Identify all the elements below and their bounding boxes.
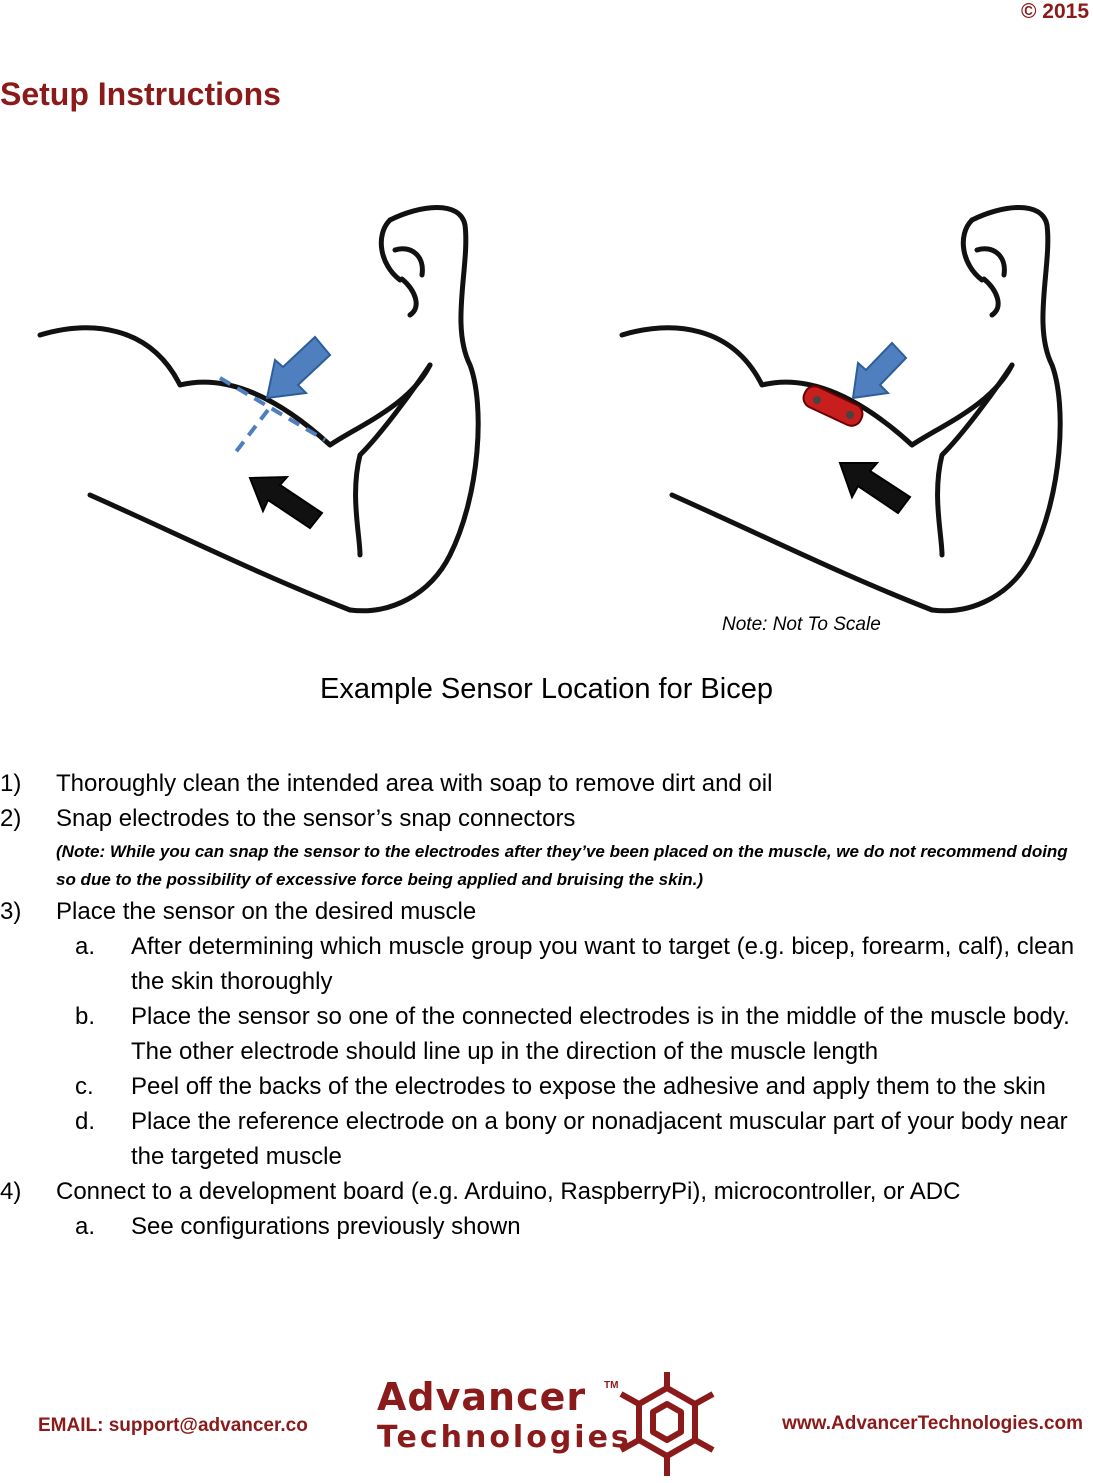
sub-list-item: b. Place the sensor so one of the connec… xyxy=(0,999,1080,1069)
step-number: 4) xyxy=(0,1178,22,1205)
setup-steps-list: 1) Thoroughly clean the intended area wi… xyxy=(0,766,1080,1244)
list-item: 4) Connect to a development board (e.g. … xyxy=(0,1174,1080,1209)
step-text: Snap electrodes to the sensor’s snap con… xyxy=(56,805,576,832)
sub-step-text: Peel off the backs of the electrodes to … xyxy=(131,1073,1046,1100)
blue-arrow-icon xyxy=(851,341,908,400)
black-arrow-icon xyxy=(248,475,324,530)
sub-step-letter: a. xyxy=(75,1213,96,1240)
blue-arrow-icon xyxy=(265,335,332,400)
sub-step-text: After determining which muscle group you… xyxy=(131,933,1075,995)
step-text: Connect to a development board (e.g. Ard… xyxy=(56,1178,961,1205)
sub-step-letter: d. xyxy=(75,1108,96,1135)
list-item: 3) Place the sensor on the desired muscl… xyxy=(0,894,1080,929)
emg-sensor-icon xyxy=(802,385,864,427)
sub-step-letter: c. xyxy=(75,1073,94,1100)
logo-wordmark: Advancer xyxy=(377,1375,587,1419)
website-link[interactable]: www.AdvancerTechnologies.com xyxy=(782,1413,1083,1434)
sub-step-letter: b. xyxy=(75,1003,96,1030)
sub-list-item: a. See configurations previously shown xyxy=(0,1209,1080,1244)
page-title: Setup Instructions xyxy=(0,76,281,112)
sub-list-item: a. After determining which muscle group … xyxy=(0,929,1080,999)
list-item: 2) Snap electrodes to the sensor’s snap … xyxy=(0,801,1080,836)
sub-list-item: d. Place the reference electrode on a bo… xyxy=(0,1104,1080,1174)
copyright: © 2015 xyxy=(1020,0,1089,23)
logo-subtitle: Technologies xyxy=(377,1420,632,1455)
electrode-placement-lines xyxy=(218,376,327,455)
step-note: (Note: While you can snap the sensor to … xyxy=(56,842,1068,889)
advancer-logo: Advancer TM Technologies xyxy=(372,1370,722,1478)
sub-step-text: Place the reference electrode on a bony … xyxy=(131,1108,1068,1170)
step-text: Place the sensor on the desired muscle xyxy=(56,898,477,925)
list-item: 1) Thoroughly clean the intended area wi… xyxy=(0,766,1080,801)
bicep-figure xyxy=(30,195,1080,615)
step-number: 1) xyxy=(0,770,22,797)
step-number: 2) xyxy=(0,805,22,832)
sub-step-letter: a. xyxy=(75,933,96,960)
sub-list-item: c. Peel off the backs of the electrodes … xyxy=(0,1069,1080,1104)
logo-trademark: TM xyxy=(604,1380,619,1391)
step-text: Thoroughly clean the intended area with … xyxy=(56,770,773,797)
scale-note: Note: Not To Scale xyxy=(722,614,881,635)
step-number: 3) xyxy=(0,898,22,925)
black-arrow-icon xyxy=(838,462,912,515)
hexagon-logo-icon xyxy=(619,1372,715,1476)
support-email-link[interactable]: EMAIL: support@advancer.co xyxy=(38,1415,308,1436)
figure-caption: Example Sensor Location for Bicep xyxy=(320,673,773,705)
arm-illustration-left xyxy=(37,205,481,614)
sub-step-text: See configurations previously shown xyxy=(131,1213,521,1240)
sub-step-text: Place the sensor so one of the connected… xyxy=(131,1003,1070,1065)
